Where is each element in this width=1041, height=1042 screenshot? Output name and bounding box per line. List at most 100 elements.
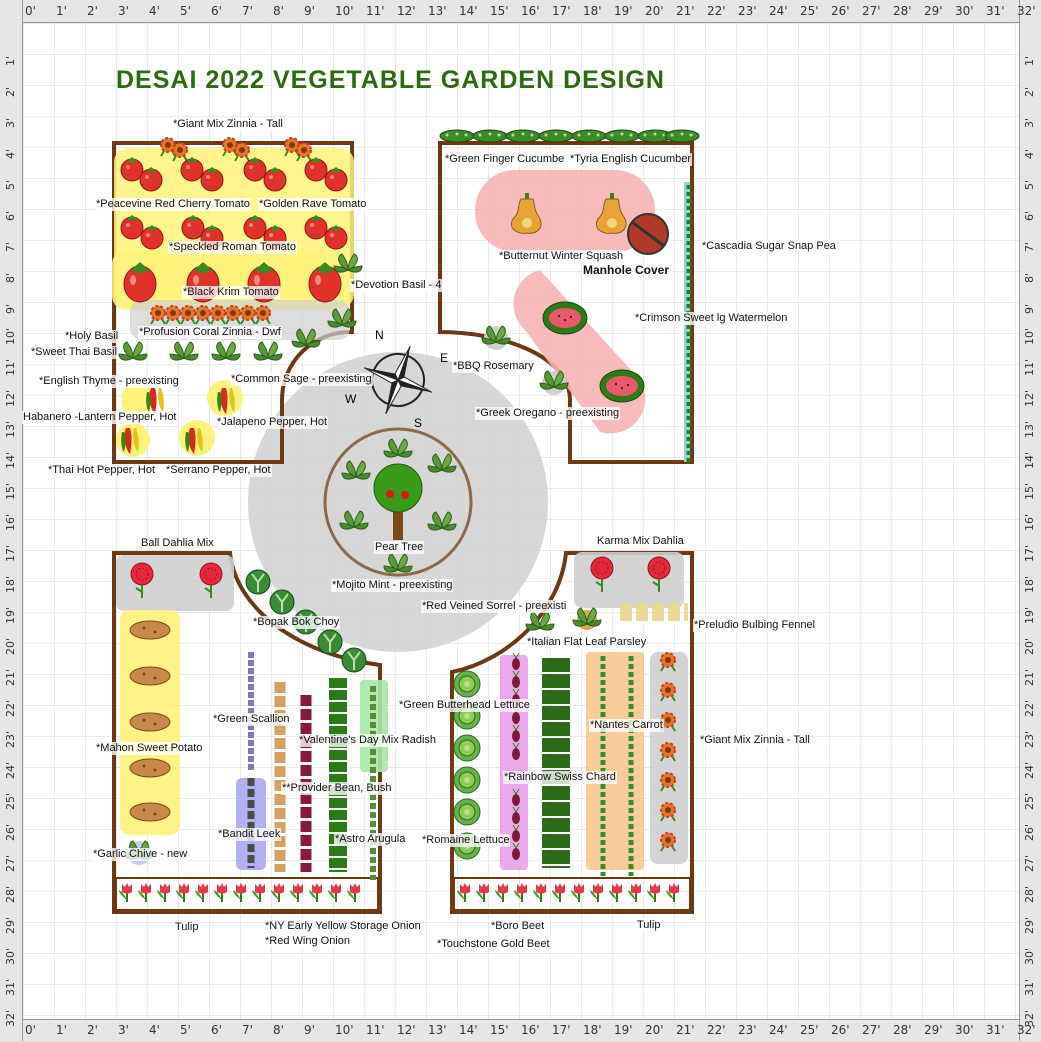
ruler-side-tick: 10' xyxy=(4,327,17,345)
compass-w: W xyxy=(345,392,357,406)
ruler-top-tick: 18' xyxy=(583,4,602,18)
ruler-top-tick: 28' xyxy=(893,4,912,18)
ruler-top-tick: 6' xyxy=(211,4,222,18)
ruler-bottom-tick: 19' xyxy=(614,1023,633,1037)
ruler-bottom-tick: 32' xyxy=(1017,1023,1036,1037)
label-greek-oregano: *Greek Oregano - preexisting xyxy=(475,407,621,420)
ruler-side-tick: 1' xyxy=(1023,55,1036,66)
ruler-top-tick: 1' xyxy=(56,4,67,18)
label-bandit-leek: *Bandit Leek xyxy=(217,828,282,841)
ruler-bottom-tick: 8' xyxy=(273,1023,284,1037)
ruler-bottom-tick: 4' xyxy=(149,1023,160,1037)
ruler-side-tick: 28' xyxy=(4,885,17,903)
compass-n: N xyxy=(375,328,384,342)
label-tulip-right: Tulip xyxy=(636,919,662,932)
ruler-bottom-tick: 16' xyxy=(521,1023,540,1037)
ruler-top-tick: 23' xyxy=(738,4,757,18)
ruler-side-tick: 3' xyxy=(4,117,17,128)
ruler-top-tick: 16' xyxy=(521,4,540,18)
ruler-top-tick: 8' xyxy=(273,4,284,18)
ruler-side-tick: 4' xyxy=(1023,148,1036,159)
ruler-bottom-tick: 0' xyxy=(25,1023,36,1037)
ruler-side-tick: 15' xyxy=(4,482,17,500)
ruler-bottom-tick: 22' xyxy=(707,1023,726,1037)
ruler-side-tick: 2' xyxy=(4,86,17,97)
ruler-top-tick: 26' xyxy=(831,4,850,18)
ruler-side-tick: 27' xyxy=(4,854,17,872)
label-pear-tree: Pear Tree xyxy=(374,541,425,554)
ruler-side-tick: 9' xyxy=(1023,303,1036,314)
ruler-top-tick: 21' xyxy=(676,4,695,18)
ruler-side-tick: 25' xyxy=(4,792,17,810)
ruler-side-tick: 26' xyxy=(1023,823,1036,841)
ruler-bottom-tick: 29' xyxy=(924,1023,943,1037)
label-karma-dahlia: Karma Mix Dahlia xyxy=(596,535,685,548)
ruler-bottom-tick: 23' xyxy=(738,1023,757,1037)
ruler-side-tick: 4' xyxy=(4,148,17,159)
ruler-top-tick: 5' xyxy=(180,4,191,18)
label-boro-beet: *Boro Beet xyxy=(490,920,546,933)
label-garlic-chive: *Garlic Chive - new xyxy=(92,848,189,861)
ruler-top-tick: 14' xyxy=(459,4,478,18)
cucumber-row[interactable] xyxy=(439,129,700,143)
label-giant-zinnia-top: *Giant Mix Zinnia - Tall xyxy=(172,118,284,131)
label-rainbow-chard: *Rainbow Swiss Chard xyxy=(503,771,617,784)
ruler-top-tick: 13' xyxy=(428,4,447,18)
ruler-top-tick: 20' xyxy=(645,4,664,18)
ruler-side-tick: 25' xyxy=(1023,792,1036,810)
ruler-side-tick: 31' xyxy=(1023,978,1036,996)
ruler-side-tick: 3' xyxy=(1023,117,1036,128)
label-holy-basil: *Holy Basil xyxy=(64,330,120,343)
label-nantes-carrot: *Nantes Carrot xyxy=(589,719,664,732)
ruler-bottom-tick: 28' xyxy=(893,1023,912,1037)
ruler-side-tick: 22' xyxy=(1023,699,1036,717)
label-devotion-basil: *Devotion Basil - 4 xyxy=(350,279,443,292)
ruler-side-tick: 8' xyxy=(1023,272,1036,283)
ruler-top-tick: 3' xyxy=(118,4,129,18)
ruler-bottom-tick: 2' xyxy=(87,1023,98,1037)
ruler-side-tick: 14' xyxy=(4,451,17,469)
ruler-side-tick: 10' xyxy=(1023,327,1036,345)
ruler-bottom-tick: 7' xyxy=(242,1023,253,1037)
ruler-side-tick: 1' xyxy=(4,55,17,66)
ruler-side-tick: 32' xyxy=(1023,1009,1036,1027)
compass-rose xyxy=(363,345,433,415)
compass-s: S xyxy=(414,416,422,430)
ruler-side-tick: 15' xyxy=(1023,482,1036,500)
ruler-side-tick: 23' xyxy=(1023,730,1036,748)
carrot-rows[interactable] xyxy=(600,656,634,876)
label-romaine-lettuce: *Romaine Lettuce xyxy=(421,834,511,847)
herb-plants-right[interactable] xyxy=(481,325,569,395)
ruler-side-tick: 7' xyxy=(4,241,17,252)
label-cascadia-pea: *Cascadia Sugar Snap Pea xyxy=(701,240,837,253)
ruler-side-tick: 7' xyxy=(1023,241,1036,252)
ruler-top-tick: 24' xyxy=(769,4,788,18)
ruler-side-tick: 13' xyxy=(4,420,17,438)
ruler-bottom-tick: 31' xyxy=(986,1023,1005,1037)
label-profusion-zinnia: *Profusion Coral Zinnia - Dwf xyxy=(138,326,282,339)
ruler-bottom-tick: 17' xyxy=(552,1023,571,1037)
label-tulip-left: Tulip xyxy=(174,921,200,934)
label-golden-rave-tomato: *Golden Rave Tomato xyxy=(258,198,368,211)
pear-tree[interactable] xyxy=(323,427,473,577)
manhole-cover[interactable] xyxy=(627,213,669,255)
ruler-side-tick: 16' xyxy=(1023,513,1036,531)
ruler-side-tick: 2' xyxy=(1023,86,1036,97)
ruler-bottom-tick: 3' xyxy=(118,1023,129,1037)
sorrel-parsley[interactable] xyxy=(525,607,602,631)
label-jalapeno: *Jalapeno Pepper, Hot xyxy=(216,416,329,429)
label-speckled-roman-tomato: *Speckled Roman Tomato xyxy=(168,241,297,254)
ruler-top-tick: 19' xyxy=(614,4,633,18)
ruler-top-tick: 0' xyxy=(25,4,36,18)
page-title: DESAI 2022 VEGETABLE GARDEN DESIGN xyxy=(116,66,665,94)
label-manhole-cover: Manhole Cover xyxy=(583,263,670,277)
ruler-top-tick: 17' xyxy=(552,4,571,18)
compass-e: E xyxy=(440,351,448,365)
ruler-side-tick: 9' xyxy=(4,303,17,314)
label-sweet-thai-basil: *Sweet Thai Basil xyxy=(30,346,119,359)
ruler-bottom-tick: 13' xyxy=(428,1023,447,1037)
ruler-side-tick: 11' xyxy=(4,358,17,376)
ruler-side-tick: 8' xyxy=(4,272,17,283)
ruler-top-tick: 30' xyxy=(955,4,974,18)
